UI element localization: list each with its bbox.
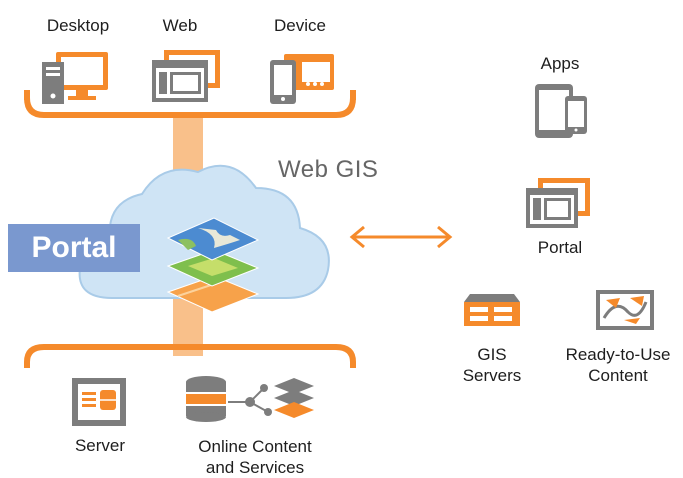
online-content-line2: and Services	[205, 458, 305, 477]
web-label: Web	[162, 16, 198, 35]
server-icon	[72, 378, 126, 426]
ready-content-map-icon	[596, 290, 654, 330]
gis-servers-line2: Servers	[462, 366, 522, 385]
desktop-icon	[42, 52, 108, 104]
web-gis-title: Web GIS	[278, 156, 379, 183]
portal-icon	[526, 178, 590, 228]
gis-servers-icon	[464, 294, 520, 326]
desktop-label: Desktop	[46, 16, 110, 35]
ready-content-line1: Ready-to-Use	[565, 345, 671, 364]
double-arrow-icon	[349, 225, 453, 249]
device-label: Device	[274, 16, 326, 35]
online-content-label: Online Content and Services	[180, 436, 330, 478]
ready-content-label: Ready-to-Use Content	[558, 344, 678, 386]
gis-servers-line1: GIS	[477, 345, 507, 364]
map-layers-icon	[166, 217, 260, 313]
device-icon	[270, 54, 334, 104]
apps-icon	[535, 84, 587, 138]
online-content-icon	[186, 376, 314, 422]
ready-content-line2: Content	[588, 366, 648, 385]
apps-label: Apps	[540, 54, 580, 73]
server-label: Server	[74, 436, 126, 455]
gis-servers-label: GIS Servers	[447, 344, 537, 386]
online-content-line1: Online Content	[198, 437, 312, 456]
portal-banner: Portal	[8, 224, 140, 272]
web-browser-icon	[152, 50, 220, 102]
right-portal-label: Portal	[537, 238, 583, 257]
